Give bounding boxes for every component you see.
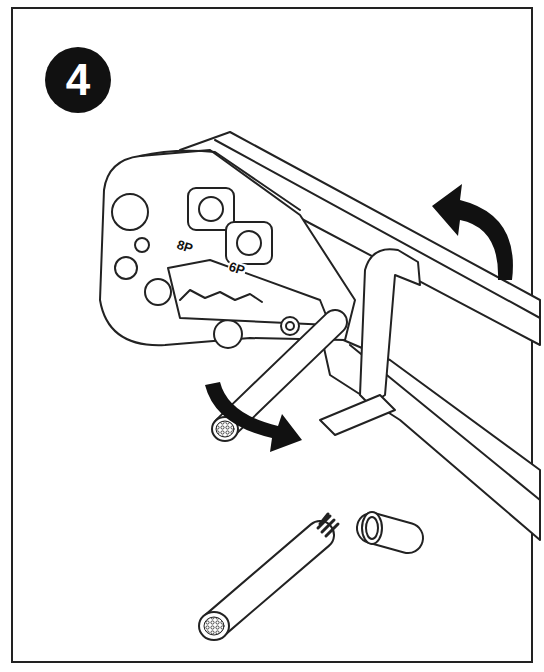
- frame: [12, 8, 532, 662]
- step-number: 4: [45, 47, 111, 113]
- cable-wires: [318, 514, 338, 536]
- strain-relief-sleeve: [362, 512, 382, 544]
- latch-bar: [320, 395, 395, 435]
- rotate-arrow: [205, 382, 302, 452]
- die-slot: [168, 260, 330, 325]
- handle-latch: [360, 249, 420, 405]
- tool-head: [100, 150, 355, 345]
- step-number-text: 4: [66, 55, 90, 105]
- crimp-die: [226, 222, 272, 264]
- rotate-arrow: [432, 184, 513, 280]
- cable-end: [199, 612, 229, 640]
- crimp-die: [188, 188, 234, 230]
- lower-handle: [320, 330, 540, 540]
